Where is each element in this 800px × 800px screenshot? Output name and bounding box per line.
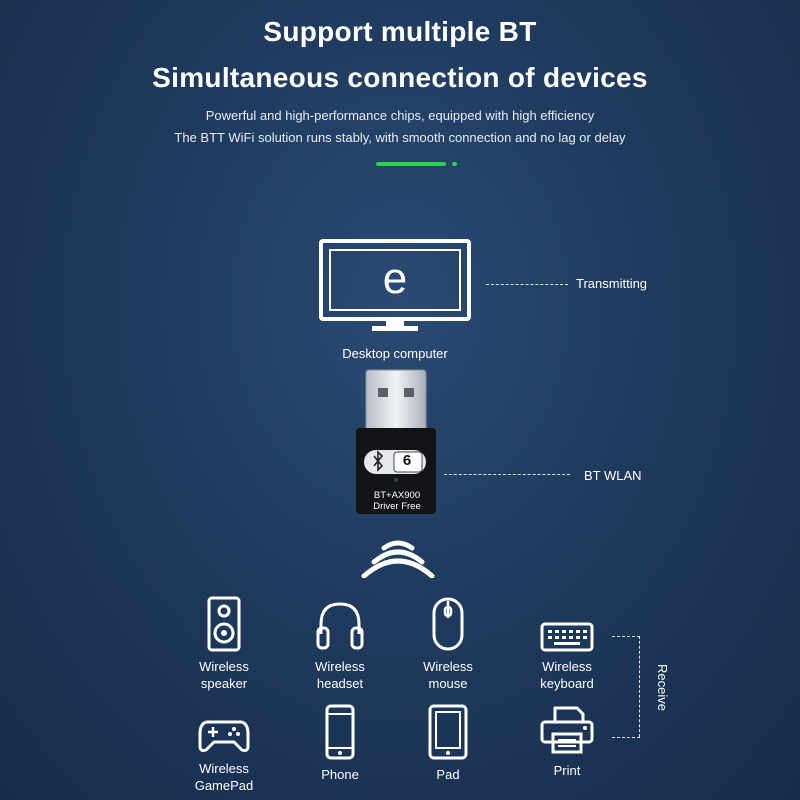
device-label: Pad [436,767,460,782]
keyboard-icon [512,622,622,652]
gamepad-icon [169,714,279,754]
tablet-icon [393,704,503,760]
dongle-text-2: Driver Free [373,501,421,512]
device-pad: Pad [393,704,503,783]
subtitle-line-2: The BTT WiFi solution runs stably, with … [174,130,626,145]
transmitting-connector [486,284,568,285]
subtitle-line-1: Powerful and high-performance chips, equ… [205,108,595,123]
wireless-signal-icon [358,530,438,578]
receive-connector-bottom [612,737,640,738]
phone-icon [285,704,395,760]
title-line-2: Simultaneous connection of devices [152,62,648,93]
bt-wlan-connector [444,474,570,475]
dongle-text-1: BT+AX900 [373,490,421,501]
headset-icon [285,600,395,652]
receive-connector-top [612,636,640,637]
device-print: Print [512,704,622,779]
title-line-1: Support multiple BT [263,16,537,47]
accent-bar [376,162,446,166]
browser-e-icon: e [382,254,408,303]
device-label: Phone [321,767,359,782]
device-phone: Phone [285,704,395,783]
bt-wlan-label: BT WLAN [584,468,642,483]
speaker-icon [169,596,279,652]
mouse-icon [393,596,503,652]
accent-dot [452,162,457,166]
device-label: Print [553,763,581,778]
receive-connector-vertical [639,636,640,737]
receive-label: Receive [655,664,670,711]
transmitting-label: Transmitting [576,276,648,291]
desktop-computer-label: Desktop computer [342,346,448,361]
wifi6-badge: 6 [402,452,412,469]
printer-icon [512,704,622,756]
monitor-icon [318,238,472,334]
usb-dongle-icon [352,368,442,518]
